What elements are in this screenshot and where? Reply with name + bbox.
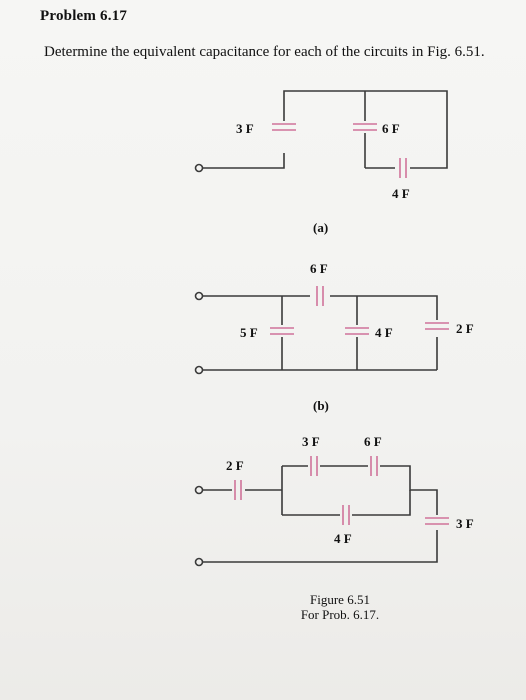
- capacitor-b-4f: [345, 327, 369, 335]
- capacitor-c-4f: [342, 505, 350, 525]
- caption-problem-ref: For Prob. 6.17.: [300, 607, 380, 622]
- label-b-6f: 6 F: [310, 261, 328, 276]
- capacitor-b-2f: [425, 322, 449, 330]
- capacitor-a-3f: [272, 123, 296, 131]
- capacitor-a-4f: [399, 158, 407, 178]
- label-c-4f: 4 F: [334, 531, 352, 546]
- circuit-a-wires: [194, 90, 448, 173]
- capacitor-c-3f-top: [310, 456, 318, 476]
- label-b-4f: 4 F: [375, 325, 393, 340]
- circuit-c-wires: [194, 465, 438, 567]
- figure-caption: Figure 6.51 For Prob. 6.17.: [280, 592, 400, 622]
- circuit-b-wires: [194, 291, 438, 375]
- caption-figure-number: Figure 6.51: [310, 592, 370, 607]
- problem-statement: Determine the equivalent capacitance for…: [44, 44, 485, 60]
- capacitor-b-6f: [316, 286, 324, 306]
- label-circuit-b: (b): [313, 398, 329, 413]
- label-c-3f-right: 3 F: [456, 516, 474, 531]
- capacitor-c-3f-right: [425, 517, 449, 525]
- label-a-3f: 3 F: [236, 121, 254, 136]
- label-c-6f: 6 F: [364, 434, 382, 449]
- label-c-2f: 2 F: [226, 458, 244, 473]
- capacitor-a-6f: [353, 123, 377, 131]
- label-b-5f: 5 F: [240, 325, 258, 340]
- label-b-2f: 2 F: [456, 321, 474, 336]
- label-a-4f: 4 F: [392, 186, 410, 201]
- capacitor-b-5f: [270, 327, 294, 335]
- capacitor-c-2f: [234, 480, 242, 500]
- capacitor-c-6f: [370, 456, 378, 476]
- label-circuit-a: (a): [313, 220, 328, 235]
- problem-title: Problem 6.17: [40, 8, 128, 24]
- label-a-6f: 6 F: [382, 121, 400, 136]
- label-c-3f-top: 3 F: [302, 434, 320, 449]
